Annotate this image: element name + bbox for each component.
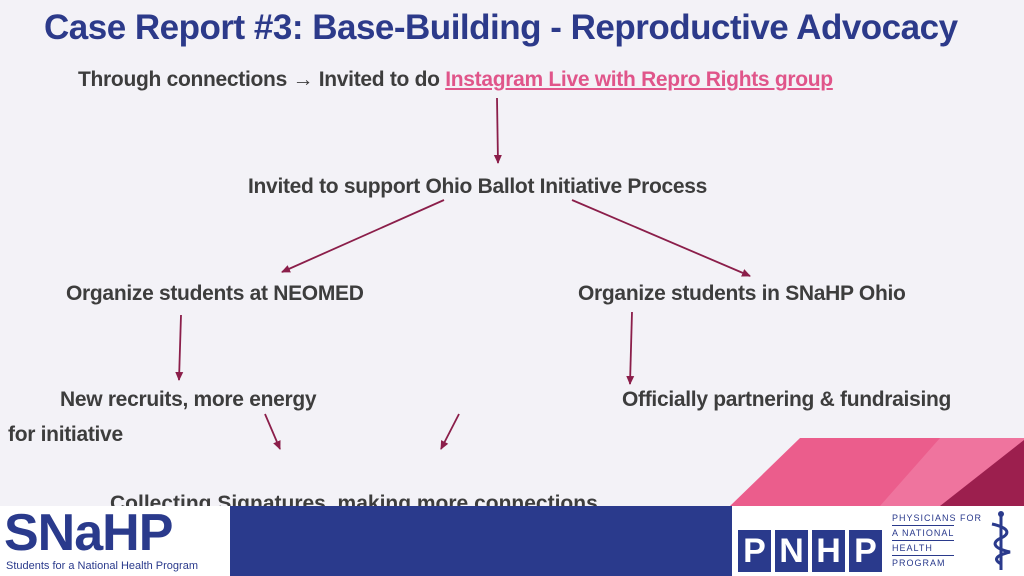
pnhp-letter-h: H (812, 530, 845, 572)
slide-title: Case Report #3: Base-Building - Reproduc… (44, 8, 958, 47)
snahp-logo-box (0, 506, 230, 576)
arrow-converge-left (264, 413, 281, 450)
pnhp-text-line4: PROGRAM (892, 558, 946, 568)
for-initiative-text: for initiative (8, 423, 123, 446)
snahp-subtitle: Students for a National Health Program (6, 560, 198, 572)
new-recruits-text: New recruits, more energy (60, 388, 317, 411)
caduceus-icon (991, 511, 1011, 570)
arrow-to-snahp-ohio (571, 199, 751, 277)
arrow-to-partnering (626, 311, 635, 385)
collecting-signatures-step: Collecting Signatures, making more conne… (110, 492, 598, 506)
arrow-to-new-recruits (175, 314, 184, 381)
ballot-initiative-step: Invited to support Ohio Ballot Initiativ… (248, 175, 708, 198)
connections-line: Through connections → Invited to do Inst… (78, 68, 833, 92)
pnhp-letter-n: N (775, 530, 808, 572)
arrow-to-ballot (493, 97, 502, 164)
partnering-fundraising-text: Officially partnering & fundraising (622, 388, 952, 411)
pnhp-text-line3: HEALTH (892, 543, 933, 553)
pnhp-letter-p1: P (738, 530, 771, 572)
connections-text: Through connections → Invited to do (78, 68, 446, 91)
arrow-converge-right (440, 413, 460, 450)
snahp-ohio-branch: Organize students in SNaHP Ohio (578, 282, 906, 305)
pnhp-letter-p2: P (849, 530, 882, 572)
pnhp-divider (892, 540, 954, 541)
snahp-logo: SNaHP (4, 504, 173, 562)
pnhp-divider (892, 525, 954, 526)
decor-dark-shape (940, 440, 1024, 506)
arrow-to-neomed (281, 199, 445, 273)
neomed-branch: Organize students at NEOMED (66, 282, 364, 305)
pnhp-text-line1: PHYSICIANS FOR (892, 513, 983, 523)
pnhp-divider (892, 555, 954, 556)
instagram-live-link[interactable]: Instagram Live with Repro Rights group (445, 68, 833, 91)
pnhp-text-line2: A NATIONAL (892, 528, 955, 538)
